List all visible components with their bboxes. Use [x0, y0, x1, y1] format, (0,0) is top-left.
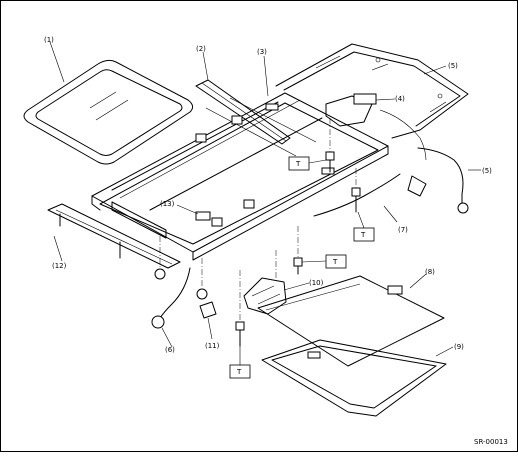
torque-label: T: [332, 258, 338, 266]
rear-drain-frame: [275, 43, 469, 139]
torque-label: T: [295, 160, 301, 168]
assembly-center-lines: [159, 118, 357, 322]
bolt: [235, 321, 245, 347]
torque-label: T: [236, 368, 242, 376]
seal-frame: [261, 339, 447, 417]
callout-8: (8): [425, 268, 435, 276]
drain-hoses: [151, 147, 469, 329]
figure-code: SR-00013: [474, 438, 508, 446]
callout-11: (11): [205, 342, 220, 350]
callout-6-bottom: (6): [165, 346, 175, 354]
callout-13: (13): [160, 200, 175, 208]
callout-2: (2): [196, 45, 206, 53]
leader-lines: [49, 41, 481, 357]
callout-labels: (1) (2) (3) (4) (5) (6) (5) (7) (8) (9) …: [44, 36, 492, 354]
nut: [196, 288, 208, 300]
callout-12: (12): [52, 262, 67, 270]
torque-label: T: [360, 231, 366, 239]
small-clips: [195, 211, 217, 319]
callout-10: (10): [309, 279, 324, 287]
glass-panel: [23, 59, 194, 165]
sunroof-frame: [91, 92, 389, 261]
callout-1: (1): [44, 36, 54, 44]
torque-box: T: [353, 211, 375, 242]
torque-marks: T T T T: [229, 156, 375, 379]
callout-5-right: (5): [482, 167, 492, 175]
torque-box: T: [301, 254, 347, 269]
slide-shoe: [243, 277, 287, 315]
torque-box: T: [288, 156, 327, 171]
torque-box: T: [229, 346, 251, 379]
callout-5-top: (5): [448, 62, 458, 70]
callout-4: (4): [395, 95, 405, 103]
nut: [154, 268, 166, 280]
callout-7: (7): [398, 226, 408, 234]
callout-9: (9): [454, 343, 464, 351]
front-trim: [47, 203, 181, 269]
side-rail: [313, 173, 427, 217]
callout-3: (3): [257, 48, 267, 56]
deflector: [195, 79, 291, 145]
motor-unit: [325, 93, 427, 161]
